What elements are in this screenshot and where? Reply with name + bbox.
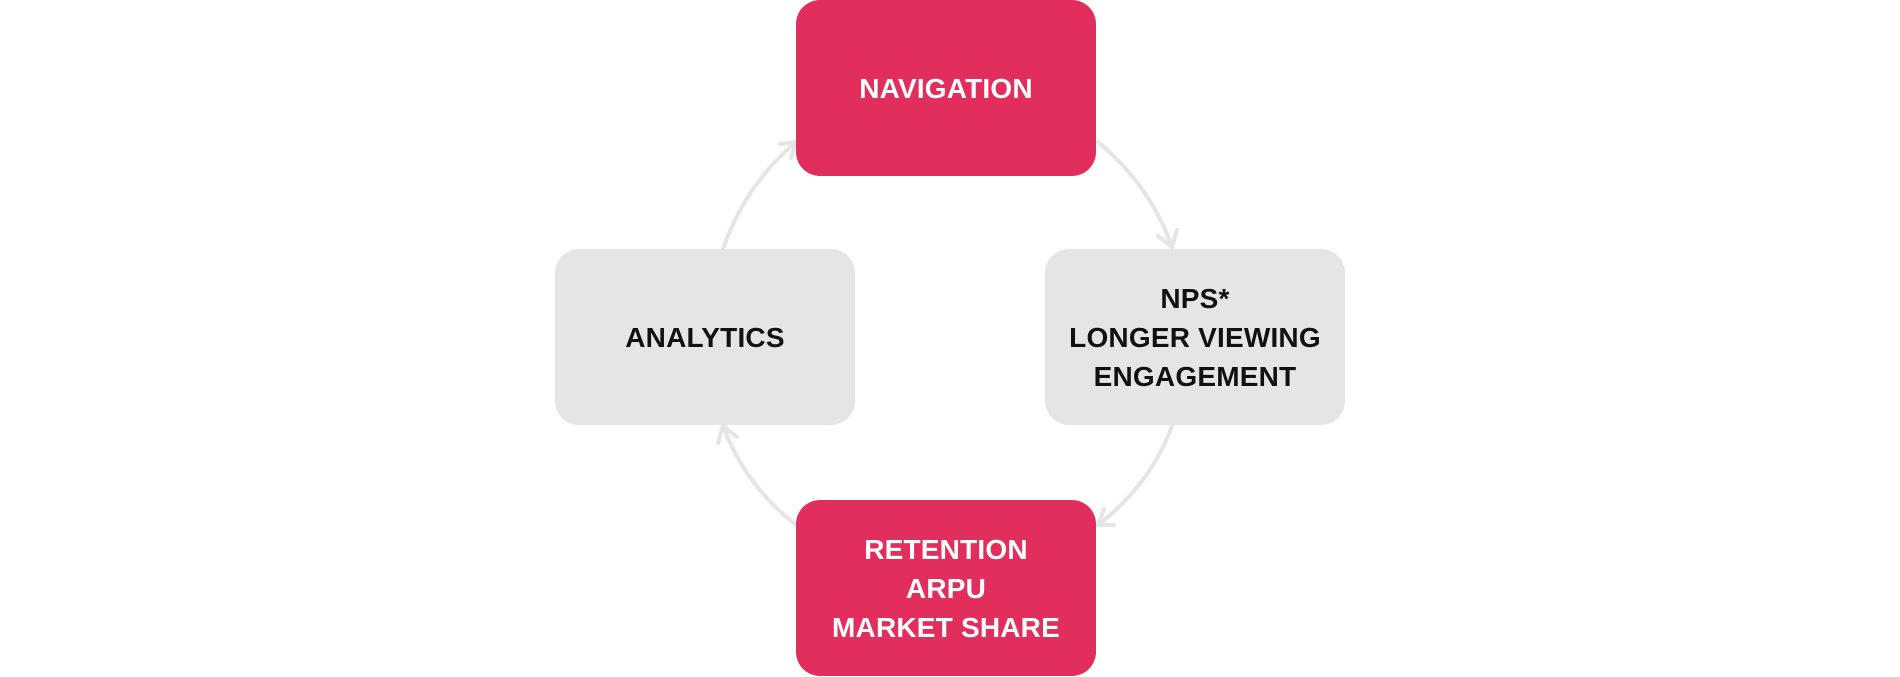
node-nps-line-3: ENGAGEMENT	[1093, 360, 1297, 392]
node-nps-line-1: NPS*	[1160, 282, 1230, 314]
node-navigation: NAVIGATION	[796, 0, 1096, 176]
arrow-retention-to-analytics-head	[716, 424, 739, 445]
node-retention-line-1: RETENTION	[864, 533, 1028, 565]
arrow-nps-to-retention	[1096, 424, 1174, 527]
node-analytics-line-1: ANALYTICS	[625, 321, 785, 353]
arrow-nps-to-retention-head	[1096, 507, 1116, 527]
arrow-navigation-to-nps	[1096, 140, 1174, 249]
arrow-analytics-to-navigation	[721, 140, 798, 251]
node-nps-engagement: NPS* LONGER VIEWING ENGAGEMENT	[1045, 249, 1345, 425]
arrow-analytics-to-navigation-head	[778, 140, 798, 160]
node-analytics: ANALYTICS	[555, 249, 855, 425]
node-nps-line-2: LONGER VIEWING	[1069, 321, 1321, 353]
node-navigation-line-1: NAVIGATION	[859, 72, 1033, 104]
node-retention-line-3: MARKET SHARE	[832, 611, 1060, 643]
node-retention: RETENTION ARPU MARKET SHARE	[796, 500, 1096, 676]
arrow-retention-to-analytics	[721, 424, 798, 527]
arrow-navigation-to-nps-head	[1156, 228, 1179, 249]
node-retention-line-2: ARPU	[905, 572, 987, 604]
